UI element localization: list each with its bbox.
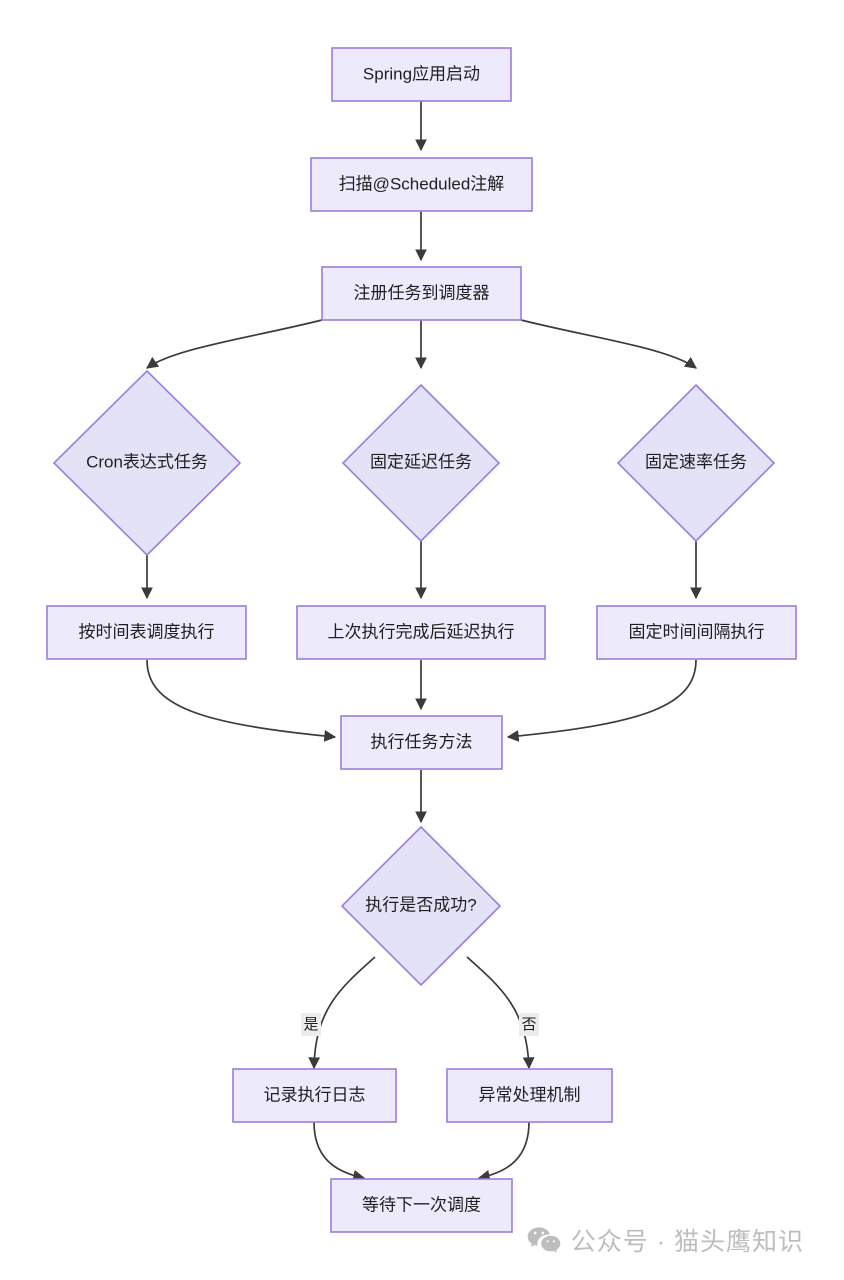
node-shape-rect [340, 715, 503, 770]
node-label: 记录执行日志 [264, 1085, 366, 1104]
node-shape-diamond [616, 383, 776, 543]
node-fixed-delay-task[interactable]: 固定延迟任务 [341, 383, 501, 543]
node-scan-scheduled-annotation[interactable]: 扫描@Scheduled注解 [310, 157, 533, 212]
node-shape-rect [330, 1178, 513, 1233]
node-execution-success-decision[interactable]: 执行是否成功? [340, 825, 502, 987]
node-shape-rect [46, 605, 247, 660]
node-shape-rect [446, 1068, 613, 1123]
node-label: 固定时间间隔执行 [629, 622, 765, 641]
edge-n12-n14 [313, 1121, 366, 1182]
node-delay-after-last-execution[interactable]: 上次执行完成后延迟执行 [296, 605, 546, 660]
edge-n11-n12 [308, 956, 376, 1070]
node-label: 等待下一次调度 [362, 1195, 481, 1214]
node-schedule-by-timetable[interactable]: 按时间表调度执行 [46, 605, 247, 660]
watermark: 公众号 · 猫头鹰知识 [527, 1222, 804, 1258]
node-shape-rect [331, 47, 512, 102]
edge-n13-n14 [477, 1121, 530, 1182]
node-cron-expression-task[interactable]: Cron表达式任务 [52, 369, 242, 557]
node-label: 执行任务方法 [371, 732, 473, 751]
edge-n3-n6 [520, 319, 697, 369]
node-exception-handling[interactable]: 异常处理机制 [446, 1068, 613, 1123]
nodes-layer: Spring应用启动 扫描@Scheduled注解 注册任务到调度器 Cron表… [46, 47, 797, 1233]
node-label: Spring应用启动 [363, 64, 480, 83]
edges-layer [141, 101, 702, 1182]
edge-label-yes: 是 [303, 1016, 318, 1033]
node-spring-app-start[interactable]: Spring应用启动 [331, 47, 512, 102]
edge-n3-n4 [146, 319, 323, 369]
node-label: 上次执行完成后延迟执行 [328, 622, 515, 641]
wechat-icon [527, 1227, 561, 1253]
node-label: 注册任务到调度器 [354, 283, 490, 302]
node-wait-next-schedule[interactable]: 等待下一次调度 [330, 1178, 513, 1233]
edge-n9-n10 [506, 659, 697, 742]
node-label: 扫描@Scheduled注解 [339, 174, 505, 193]
edge-label-no-bg [519, 1013, 539, 1036]
node-label: 按时间表调度执行 [79, 622, 215, 641]
node-shape-rect [232, 1068, 397, 1123]
edge-n11-n13 [466, 956, 535, 1070]
node-shape-rect [596, 605, 797, 660]
node-shape-diamond [340, 825, 502, 987]
node-shape-diamond [341, 383, 501, 543]
node-shape-rect [310, 157, 533, 212]
node-shape-rect [296, 605, 546, 660]
node-shape-rect [321, 266, 522, 321]
node-shape-diamond [52, 369, 242, 557]
node-label: 固定延迟任务 [370, 452, 472, 471]
node-label: Cron表达式任务 [86, 452, 208, 471]
node-register-task-to-scheduler[interactable]: 注册任务到调度器 [321, 266, 522, 321]
node-label: 固定速率任务 [645, 452, 747, 471]
node-fixed-rate-task[interactable]: 固定速率任务 [616, 383, 776, 543]
edge-label-no: 否 [521, 1016, 536, 1033]
node-label: 异常处理机制 [479, 1085, 581, 1104]
edge-labels-layer: 是 否 [301, 1013, 539, 1036]
node-execute-task-method[interactable]: 执行任务方法 [340, 715, 503, 770]
watermark-text: 公众号 · 猫头鹰知识 [570, 1228, 804, 1256]
edge-label-yes-bg [301, 1013, 321, 1036]
node-label: 执行是否成功? [365, 895, 476, 914]
node-log-execution[interactable]: 记录执行日志 [232, 1068, 397, 1123]
edge-n7-n10 [146, 659, 337, 742]
node-fixed-interval-execution[interactable]: 固定时间间隔执行 [596, 605, 797, 660]
